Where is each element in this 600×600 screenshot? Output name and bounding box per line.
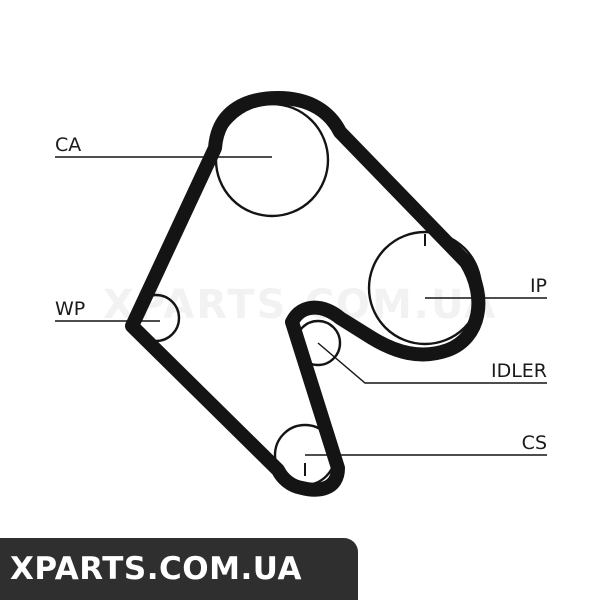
label-wp: WP (55, 298, 85, 320)
water-pump-pulley (131, 293, 181, 343)
label-cs: CS (522, 432, 547, 454)
injection-pump-pulley (367, 230, 483, 346)
site-banner-text: XPARTS.COM.UA (10, 551, 302, 587)
site-banner: XPARTS.COM.UA (0, 538, 358, 600)
camshaft-pulley (214, 102, 330, 218)
idler-pulley (294, 319, 342, 367)
label-ip: IP (530, 275, 547, 297)
leader-idler (317, 342, 547, 384)
label-ca: CA (55, 134, 81, 156)
label-idler: IDLER (491, 360, 547, 382)
timing-belt (125, 91, 486, 497)
